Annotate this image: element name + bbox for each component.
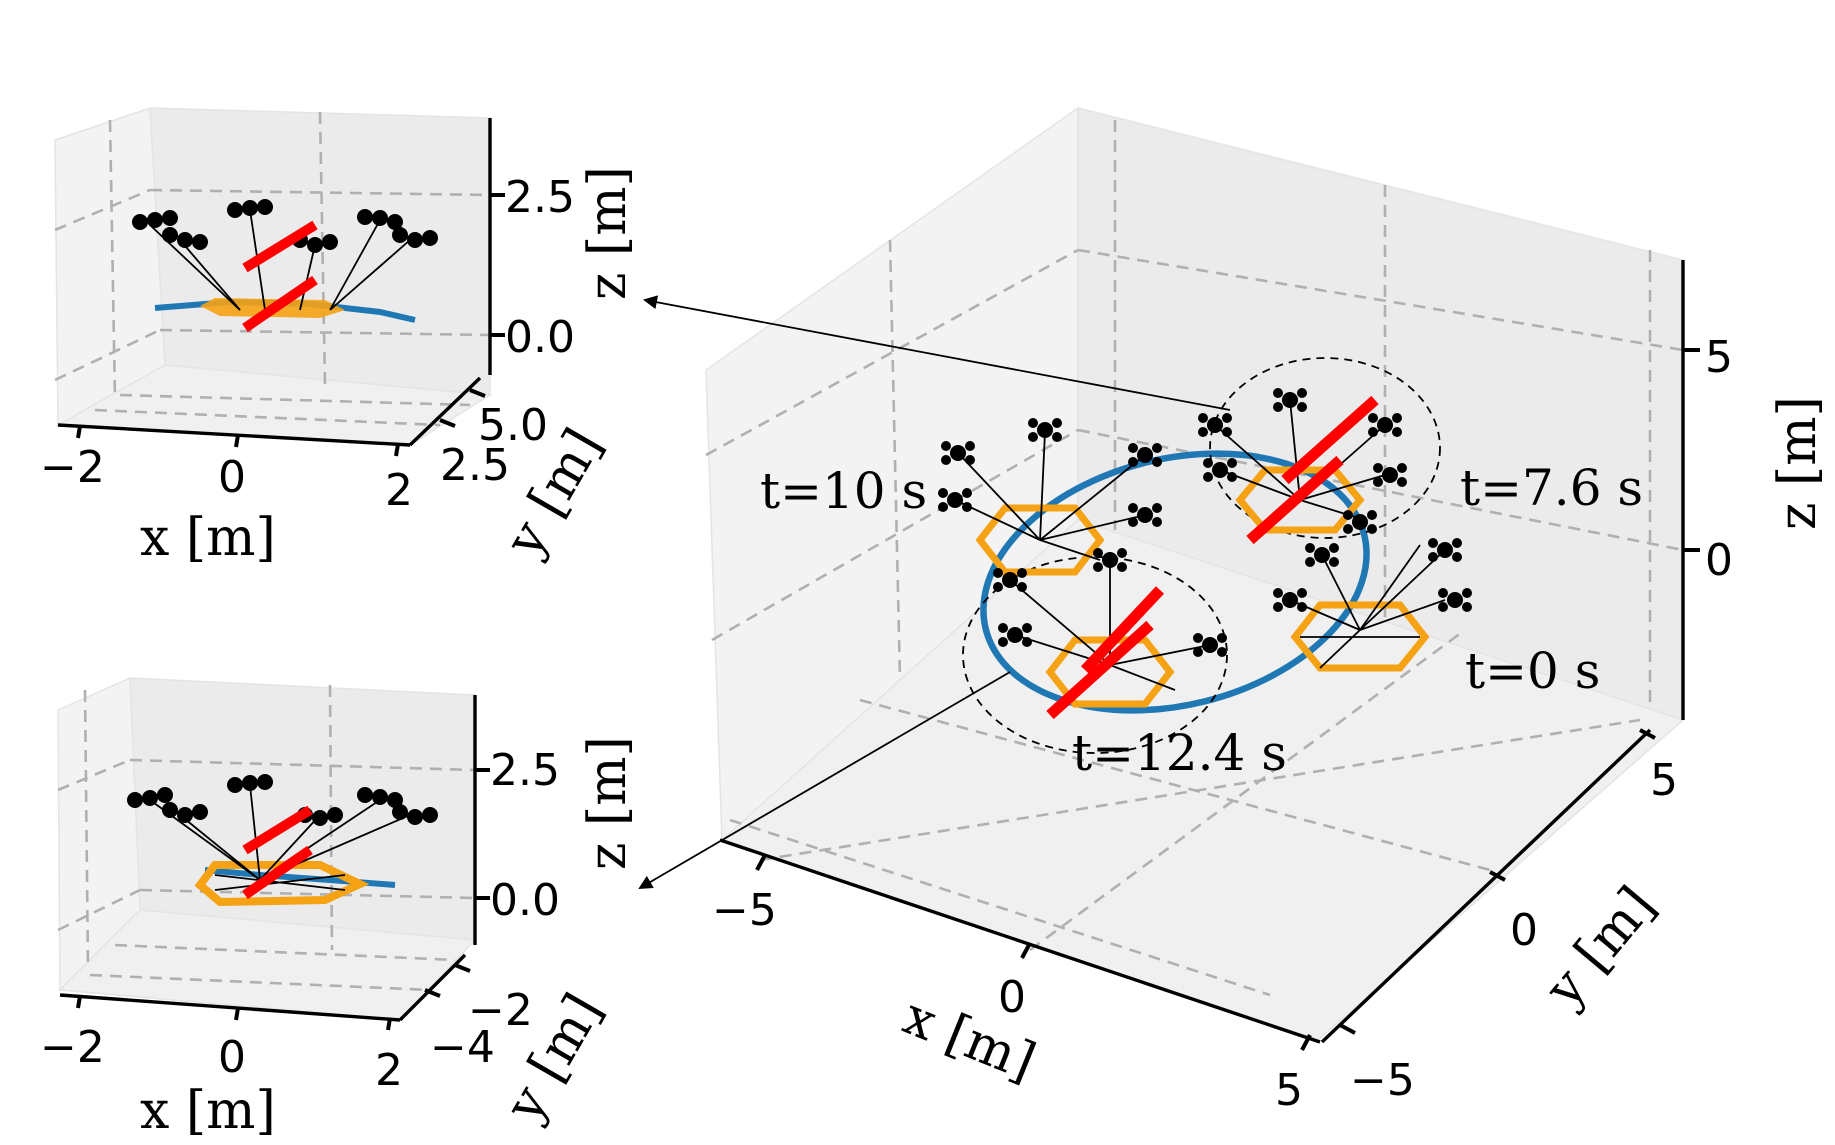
main-y-tick-neg5: −5	[1350, 1055, 1415, 1106]
drone-icon	[1198, 388, 1407, 534]
main-panel: 5 0 −5 0 5 −5 0 5 x [m] y [m] z [m]	[705, 106, 1828, 1116]
main-axes	[719, 260, 1700, 1051]
top-x-label: x [m]	[140, 508, 276, 568]
obstacle-bar	[1046, 620, 1154, 720]
payload-hexagon	[1045, 636, 1175, 708]
bottom-grid	[57, 684, 476, 992]
top-back-pane	[149, 107, 491, 396]
bottom-z-tick-2-5: 2.5	[490, 745, 560, 796]
bottom-x-tick-neg2: −2	[40, 1022, 105, 1073]
highlight-circle-7-6s	[1209, 357, 1441, 539]
drone-icon	[993, 548, 1227, 657]
main-x-tick-0: 0	[998, 972, 1026, 1023]
obstacle-bar	[242, 275, 318, 333]
obstacle-bar	[242, 845, 313, 900]
bottom-z-label: z [m]	[578, 736, 638, 870]
main-x-tick-5: 5	[1275, 1065, 1303, 1116]
top-y-tick-2-5: 2.5	[440, 440, 510, 491]
payload-hexagon	[1290, 601, 1430, 672]
obstacle-bar	[242, 220, 318, 273]
bottom-x-tick-2: 2	[375, 1045, 403, 1096]
top-inset-panel: 2.5 0.0 −2 0 2 2.5 5.0 x [m] y [m] z [m]	[40, 106, 638, 568]
drone-icon	[127, 774, 438, 826]
main-y-label: y [m]	[1533, 876, 1667, 1019]
obstacle-bar	[1281, 395, 1379, 485]
top-x-tick-0: 0	[218, 452, 246, 503]
drone-icon	[1273, 538, 1472, 612]
bottom-x-label: x [m]	[140, 1081, 276, 1141]
obstacle-bar	[242, 805, 313, 855]
annotation-t10: t=10 s	[760, 462, 927, 520]
arrow-to-bottom-inset	[638, 671, 1011, 890]
annotation-t7-6: t=7.6 s	[1460, 459, 1643, 517]
top-z-label: z [m]	[578, 166, 638, 300]
bottom-x-tick-0: 0	[218, 1032, 246, 1083]
top-grid	[54, 111, 491, 427]
payload-hexagon	[194, 861, 370, 907]
highlight-circle-12-4s	[962, 556, 1228, 754]
drone-icon	[938, 418, 1162, 527]
main-grid	[705, 120, 1684, 997]
bottom-inset-panel: 2.5 0.0 −2 0 2 −4 −2 x [m] y [m] z [m]	[40, 676, 638, 1141]
main-y-tick-0: 0	[1510, 905, 1538, 956]
obstacle-bar	[1080, 586, 1165, 674]
top-y-tick-5-0: 5.0	[478, 400, 548, 451]
main-x-tick-neg5: −5	[712, 885, 777, 936]
bottom-y-tick-neg4: −4	[430, 1022, 495, 1073]
main-z-tick-0: 0	[1705, 535, 1733, 586]
formation-t0	[1273, 538, 1472, 672]
formation-t12-4	[993, 548, 1227, 720]
payload-hexagon	[975, 504, 1105, 576]
top-x-tick-2: 2	[385, 465, 413, 516]
main-z-tick-5: 5	[1705, 332, 1733, 383]
top-z-tick-0-0: 0.0	[505, 312, 575, 363]
bottom-y-tick-neg2: −2	[468, 985, 533, 1036]
annotation-t0: t=0 s	[1465, 642, 1600, 700]
arrow-to-top-inset	[643, 295, 1231, 411]
drone-icon	[132, 199, 438, 253]
annotation-t12-4: t=12.4 s	[1072, 724, 1287, 782]
formation-t7-6	[1198, 388, 1407, 545]
bottom-z-tick-0-0: 0.0	[490, 875, 560, 926]
formation-t10	[938, 418, 1162, 576]
obstacle-bar	[1246, 455, 1344, 545]
top-x-tick-neg2: −2	[40, 442, 105, 493]
main-y-tick-5: 5	[1650, 755, 1678, 806]
main-z-label: z [m]	[1768, 396, 1828, 530]
top-z-tick-2-5: 2.5	[505, 172, 575, 223]
